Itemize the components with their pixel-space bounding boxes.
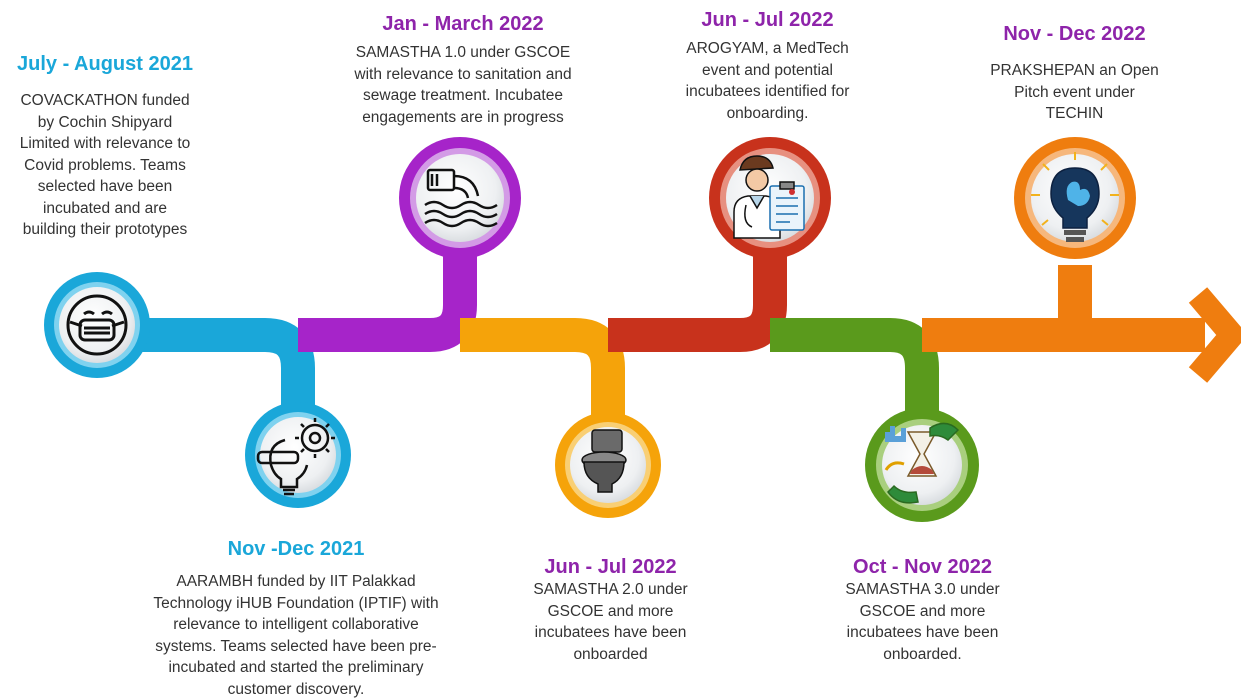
- milestone-1-description: COVACKATHON funded by Cochin Shipyard Li…: [19, 92, 191, 238]
- milestone-2: Nov -Dec 2021 AARAMBH funded by IIT Pala…: [126, 537, 466, 700]
- masked-face-icon: [66, 294, 128, 356]
- milestone-6-date: Oct - Nov 2022: [853, 556, 992, 578]
- milestone-ring-1: [44, 272, 150, 378]
- milestone-1: July - August 2021 COVACKATHON funded by…: [0, 52, 210, 241]
- timeline-segment-blue: [95, 318, 315, 410]
- milestone-1-date: July - August 2021: [17, 53, 193, 75]
- milestone-2-description: AARAMBH funded by IIT Palakkad Technolog…: [153, 573, 439, 698]
- milestone-5-date: Jun - Jul 2022: [701, 9, 834, 31]
- milestone-5-description: AROGYAM, a MedTech event and potential i…: [685, 40, 850, 122]
- milestone-7-date: Nov - Dec 2022: [1003, 23, 1146, 45]
- milestone-4-description: SAMASTHA 2.0 under GSCOE and more incuba…: [533, 581, 688, 663]
- milestone-6: Oct - Nov 2022 SAMASTHA 3.0 under GSCOE …: [810, 555, 1035, 665]
- toilet-icon: [581, 429, 627, 493]
- bulb-gear-icon: [256, 418, 335, 496]
- lightbulb-hand-icon: [1031, 152, 1119, 242]
- timeline-arrow-head: [1188, 287, 1241, 383]
- milestone-6-description: SAMASTHA 3.0 under GSCOE and more incuba…: [845, 581, 1000, 663]
- milestone-5: Jun - Jul 2022 AROGYAM, a MedTech event …: [655, 8, 880, 124]
- doctor-clipboard-icon: [733, 155, 805, 239]
- milestone-4-date: Jun - Jul 2022: [544, 556, 677, 578]
- hourglass-environment-icon: [884, 422, 960, 504]
- milestone-3-date: Jan - March 2022: [382, 13, 544, 35]
- milestone-3: Jan - March 2022 SAMASTHA 1.0 under GSCO…: [318, 12, 608, 128]
- milestone-7: Nov - Dec 2022 PRAKSHEPAN an Open Pitch …: [962, 22, 1187, 125]
- timeline-segment-purple: [298, 255, 477, 352]
- milestone-3-description: SAMASTHA 1.0 under GSCOE with relevance …: [354, 44, 572, 126]
- timeline-segment-orange: [922, 265, 1205, 352]
- milestone-7-description: PRAKSHEPAN an Open Pitch event under TEC…: [990, 62, 1159, 122]
- milestone-ring-3: [399, 137, 521, 259]
- milestone-2-date: Nov -Dec 2021: [227, 538, 365, 560]
- timeline-segment-green: [770, 318, 939, 420]
- timeline-segment-red: [608, 255, 787, 352]
- milestone-4: Jun - Jul 2022 SAMASTHA 2.0 under GSCOE …: [498, 555, 723, 665]
- timeline-segment-yellow: [460, 318, 625, 420]
- sewage-pipe-icon: [424, 168, 498, 228]
